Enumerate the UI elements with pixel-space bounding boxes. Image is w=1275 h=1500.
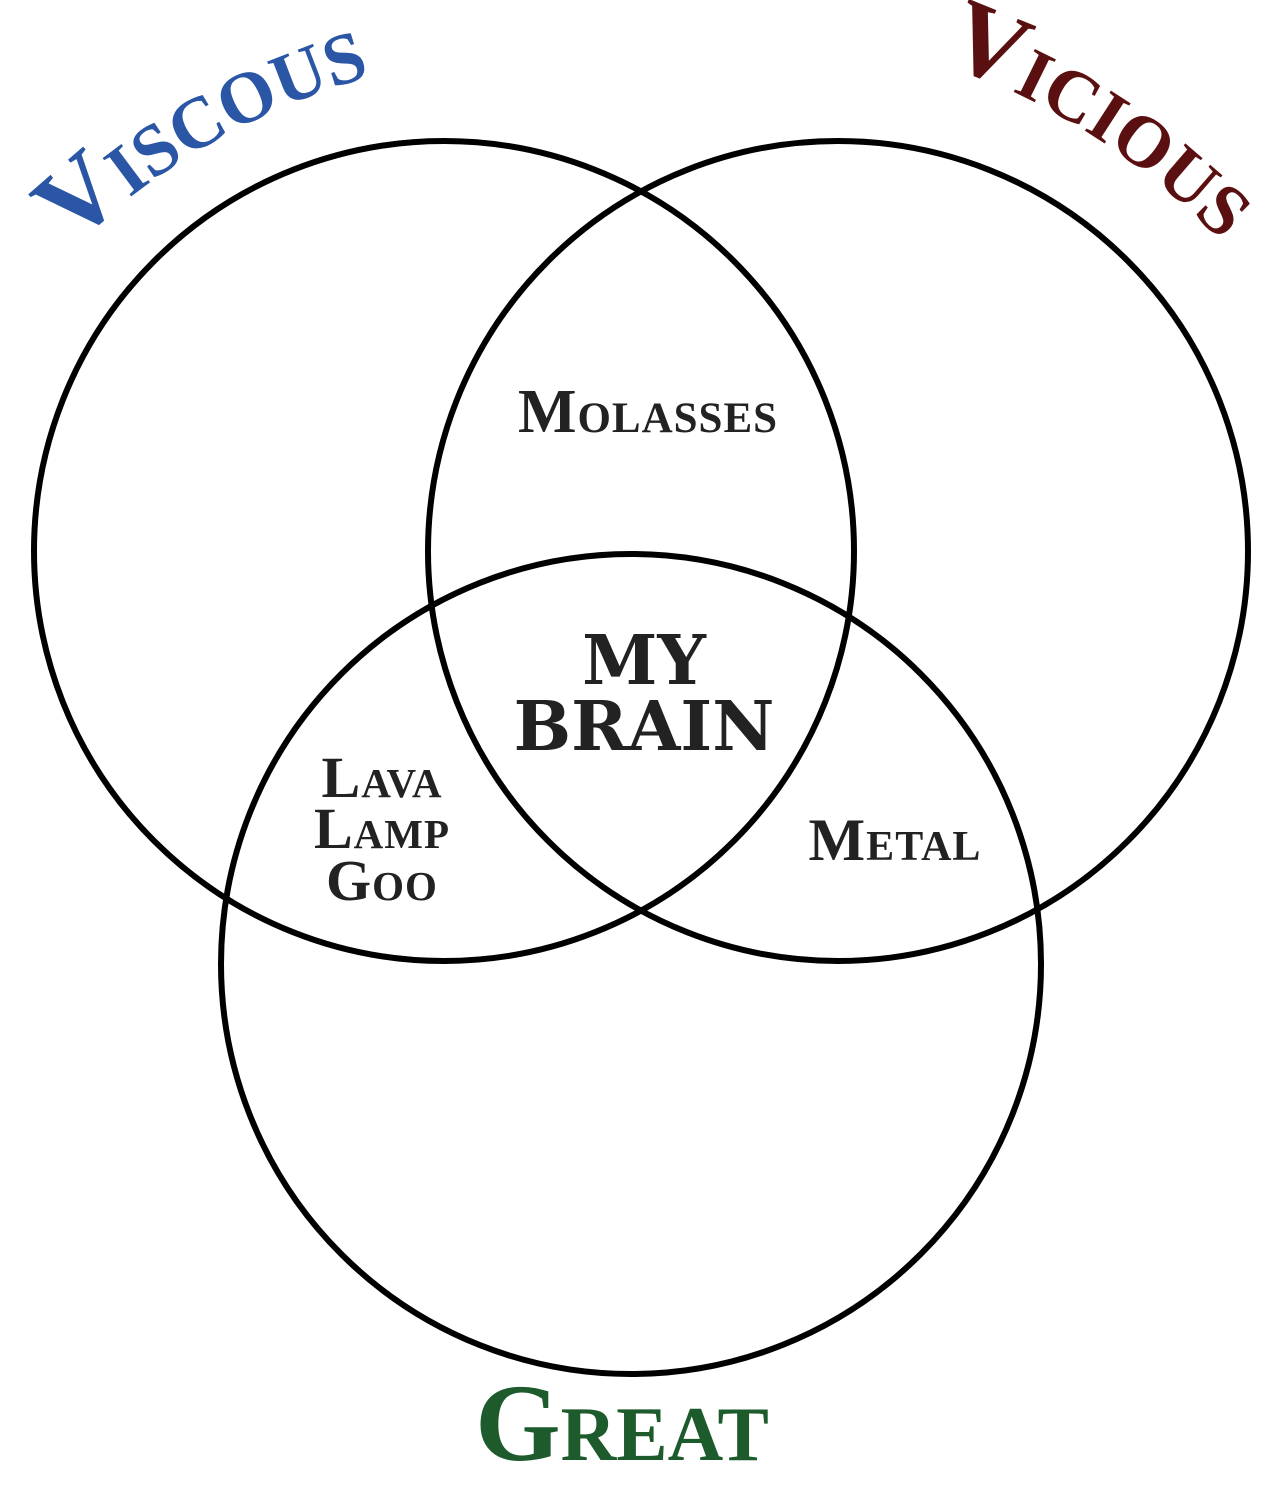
circle-vicious (425, 138, 1251, 964)
region-label-molasses: Molasses (518, 378, 778, 446)
circle-great (218, 551, 1044, 1377)
set-label-vicious: Vicious (934, 0, 1275, 258)
region-label-metal: Metal (809, 807, 982, 873)
region-label-lamp: Lamp (314, 796, 450, 861)
region-label-lava: Lava (322, 745, 443, 810)
center-label-line1: MY (582, 621, 707, 701)
set-label-great: Great (475, 1362, 769, 1484)
set-label-vicious-text: Vicious (934, 0, 1275, 258)
circle-viscous (31, 138, 857, 964)
region-label-goo: Goo (326, 848, 438, 913)
center-label-line2: BRAIN (514, 687, 775, 767)
